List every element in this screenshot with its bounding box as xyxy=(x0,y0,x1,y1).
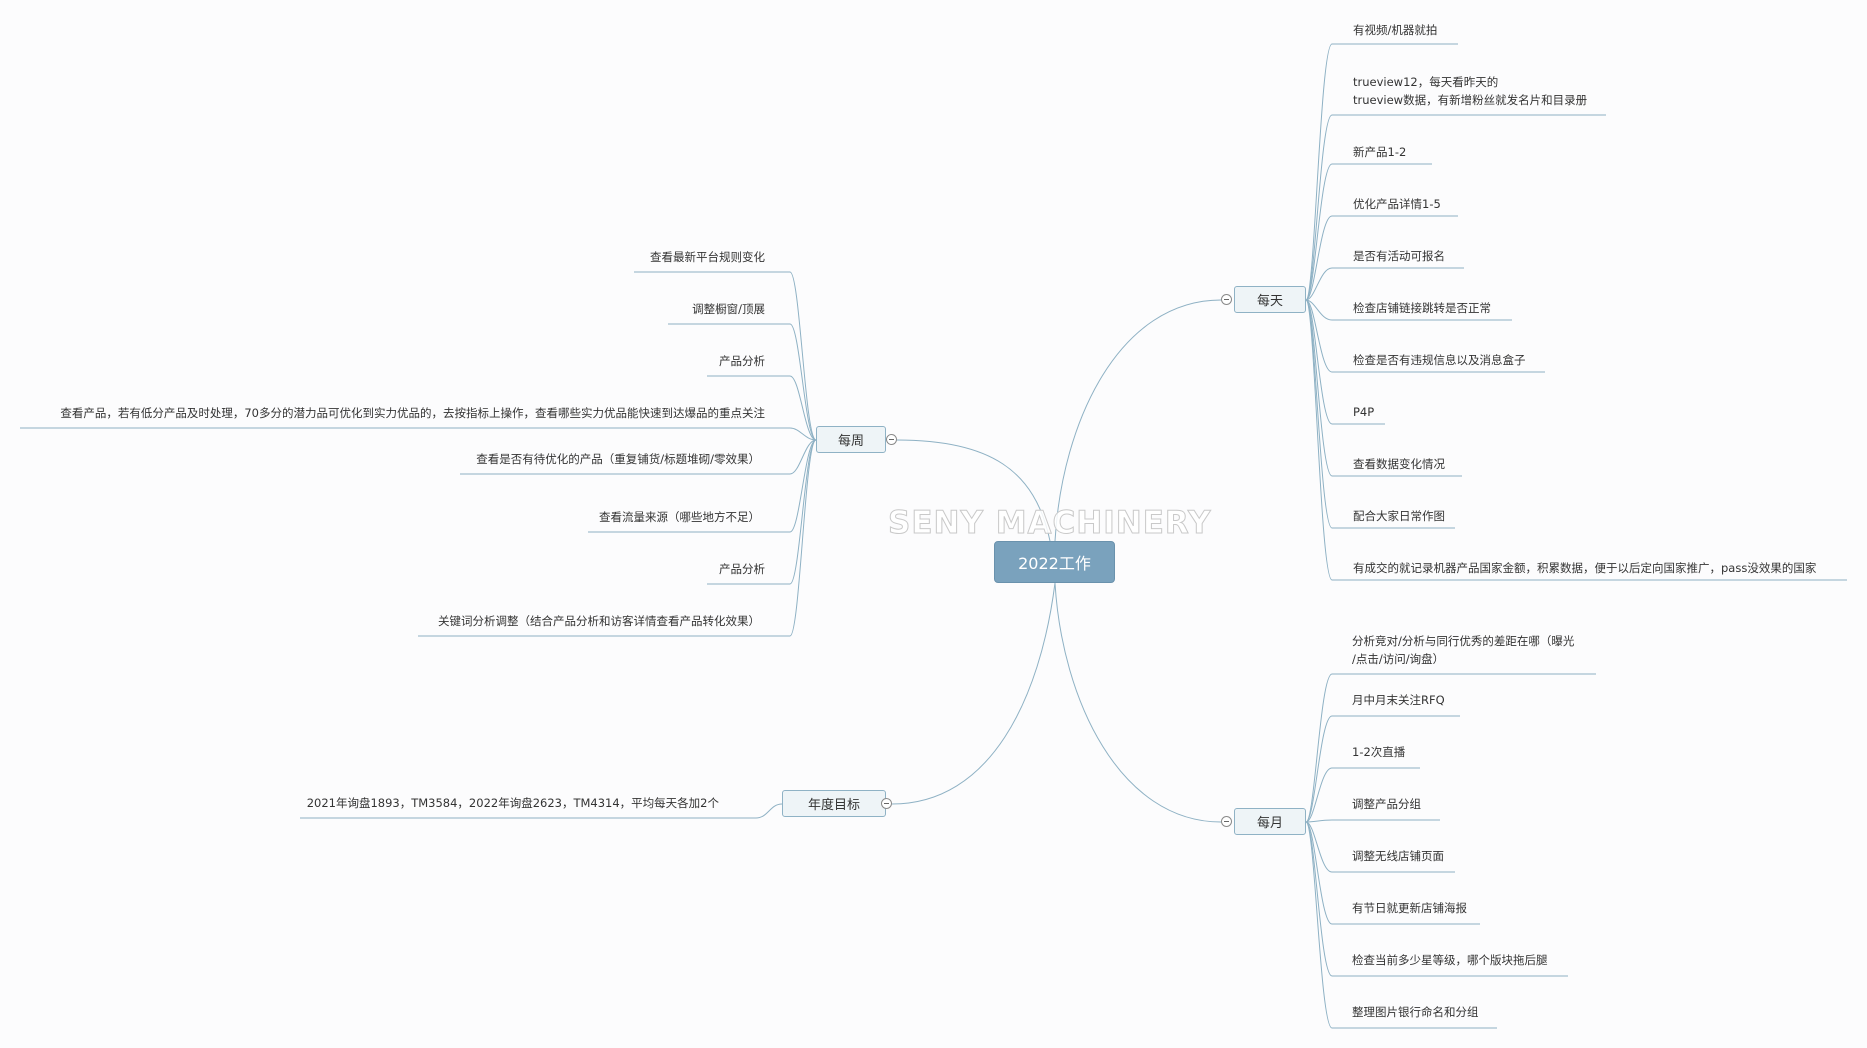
link-monthly-item xyxy=(1305,821,1333,873)
link-weekly-item xyxy=(789,439,817,533)
link-daily-item xyxy=(1305,163,1333,301)
link-weekly-item xyxy=(789,271,817,441)
link-daily-item xyxy=(1305,114,1333,301)
branch-weekly[interactable]: 每周 xyxy=(816,426,886,453)
daily-item-line: trueview12，每天看昨天的 xyxy=(1353,75,1499,89)
link-monthly-item xyxy=(1305,821,1333,977)
link-weekly-item xyxy=(789,439,817,637)
link-annual-item xyxy=(755,803,783,819)
link-monthly-item xyxy=(1305,767,1333,823)
daily-item[interactable]: trueview12，每天看昨天的 trueview数据，有新增粉丝就发名片和目… xyxy=(1353,73,1587,109)
link-monthly-item xyxy=(1305,673,1333,823)
monthly-item[interactable]: 1-2次直播 xyxy=(1352,745,1406,759)
watermark: SENY MACHINERY xyxy=(888,505,1212,542)
daily-item[interactable]: 检查是否有违规信息以及消息盒子 xyxy=(1353,353,1526,367)
monthly-item[interactable]: 有节日就更新店铺海报 xyxy=(1352,901,1467,915)
weekly-item[interactable]: 查看是否有待优化的产品（重复铺货/标题堆砌/零效果） xyxy=(476,452,760,466)
collapse-daily-icon[interactable] xyxy=(1221,294,1232,305)
daily-item[interactable]: 有视频/机器就拍 xyxy=(1353,23,1438,37)
link-monthly-item xyxy=(1305,821,1333,925)
link-weekly-item xyxy=(789,439,817,585)
collapse-weekly-icon[interactable] xyxy=(886,434,897,445)
monthly-item[interactable]: 月中月末关注RFQ xyxy=(1352,693,1445,707)
daily-item[interactable]: 是否有活动可报名 xyxy=(1353,249,1445,263)
weekly-item[interactable]: 查看最新平台规则变化 xyxy=(650,250,765,264)
link-daily-item xyxy=(1305,299,1333,373)
daily-item[interactable]: 优化产品详情1-5 xyxy=(1353,197,1441,211)
link-daily-item xyxy=(1305,299,1333,529)
link-daily-item xyxy=(1305,299,1333,581)
monthly-item[interactable]: 调整产品分组 xyxy=(1352,797,1421,811)
link-weekly-item xyxy=(789,375,817,441)
branch-monthly[interactable]: 每月 xyxy=(1234,808,1306,835)
branch-daily[interactable]: 每天 xyxy=(1234,286,1306,313)
daily-item[interactable]: 有成交的就记录机器产品国家金额，积累数据，便于以后定向国家推广，pass没效果的… xyxy=(1353,561,1817,575)
daily-item-line: trueview数据，有新增粉丝就发名片和目录册 xyxy=(1353,93,1588,107)
monthly-item[interactable]: 整理图片银行命名和分组 xyxy=(1352,1005,1479,1019)
monthly-item-line: /点击/访问/询盘） xyxy=(1352,652,1445,666)
monthly-item[interactable]: 调整无线店铺页面 xyxy=(1352,849,1444,863)
link-weekly-item xyxy=(789,439,817,475)
weekly-item[interactable]: 调整橱窗/顶展 xyxy=(692,302,765,316)
branch-annual[interactable]: 年度目标 xyxy=(782,790,886,817)
link-daily-item xyxy=(1305,299,1333,477)
monthly-item[interactable]: 分析竞对/分析与同行优秀的差距在哪（曝光 /点击/访问/询盘） xyxy=(1352,632,1574,668)
weekly-item[interactable]: 产品分析 xyxy=(719,562,765,576)
link-weekly-item xyxy=(789,323,817,441)
annual-item[interactable]: 2021年询盘1893，TM3584，2022年询盘2623，TM4314，平均… xyxy=(306,796,719,810)
link-weekly-item xyxy=(789,427,817,441)
collapse-annual-icon[interactable] xyxy=(881,798,892,809)
daily-item[interactable]: 检查店铺链接跳转是否正常 xyxy=(1353,301,1491,315)
weekly-item[interactable]: 关键词分析调整（结合产品分析和访客详情查看产品转化效果） xyxy=(438,614,760,628)
daily-item[interactable]: 查看数据变化情况 xyxy=(1353,457,1445,471)
weekly-item[interactable]: 查看产品，若有低分产品及时处理，70多分的潜力品可优化到实力优品的，去按指标上操… xyxy=(60,406,765,420)
link-root-annual xyxy=(891,582,1056,805)
link-root-monthly xyxy=(1054,582,1222,823)
link-daily-item xyxy=(1305,299,1333,425)
link-daily-item xyxy=(1305,299,1333,321)
link-monthly-item xyxy=(1305,821,1333,1029)
link-daily-item xyxy=(1305,215,1333,301)
monthly-item-line: 分析竞对/分析与同行优秀的差距在哪（曝光 xyxy=(1352,634,1575,648)
daily-item[interactable]: 新产品1-2 xyxy=(1353,145,1407,159)
link-monthly-item xyxy=(1305,715,1333,823)
daily-item[interactable]: 配合大家日常作图 xyxy=(1353,509,1445,523)
collapse-monthly-icon[interactable] xyxy=(1221,816,1232,827)
weekly-item[interactable]: 查看流量来源（哪些地方不足） xyxy=(599,510,760,524)
weekly-item[interactable]: 产品分析 xyxy=(719,354,765,368)
link-daily-item xyxy=(1305,43,1333,301)
link-monthly-item xyxy=(1305,819,1333,823)
daily-item[interactable]: P4P xyxy=(1353,405,1375,419)
root-topic[interactable]: 2022工作 xyxy=(994,541,1115,583)
monthly-item[interactable]: 检查当前多少星等级，哪个版块拖后腿 xyxy=(1352,953,1548,967)
link-daily-item xyxy=(1305,267,1333,301)
